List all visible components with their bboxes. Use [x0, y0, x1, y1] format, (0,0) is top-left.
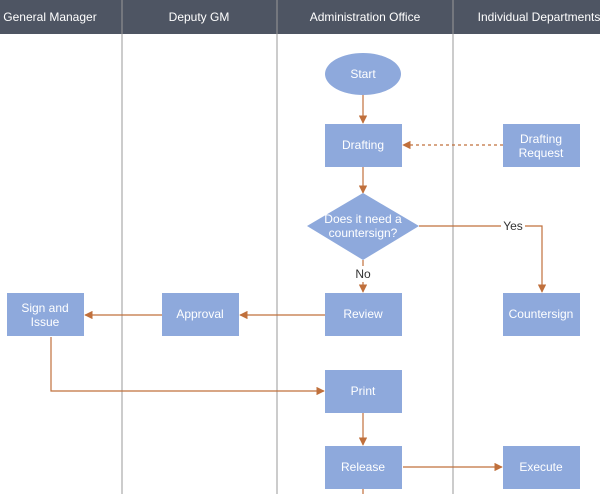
node-countersign-label: Countersign [509, 307, 574, 321]
node-decision-label-line2: countersign? [329, 226, 398, 240]
lane-header-individual-departments: Individual Departments [478, 10, 600, 24]
node-review-label: Review [343, 307, 383, 321]
edge-label-no: No [355, 267, 371, 281]
lane-header-bar [0, 0, 600, 34]
node-drafting[interactable]: Drafting [325, 124, 402, 167]
node-review[interactable]: Review [325, 293, 402, 336]
node-countersign[interactable]: Countersign [503, 293, 580, 336]
node-start[interactable]: Start [325, 53, 401, 95]
lane-header-deputy-gm: Deputy GM [169, 10, 230, 24]
node-drafting-label: Drafting [342, 138, 384, 152]
node-execute[interactable]: Execute [503, 446, 580, 489]
node-release-label: Release [341, 460, 385, 474]
lane-header-general-manager: General Manager [3, 10, 96, 24]
node-print-label: Print [351, 384, 376, 398]
lane-header-administration-office: Administration Office [310, 10, 421, 24]
node-execute-label: Execute [519, 460, 563, 474]
edge-label-bg [501, 218, 525, 234]
node-decision[interactable]: Does it need a countersign? [307, 193, 419, 260]
node-drafting-request-label-line1: Drafting [520, 132, 562, 146]
node-sign-issue-label-line2: Issue [31, 315, 60, 329]
node-drafting-request-label-line2: Request [519, 146, 564, 160]
node-sign-and-issue[interactable]: Sign and Issue [7, 293, 84, 336]
edge-sign-issue-print [50, 337, 325, 396]
node-start-label: Start [350, 67, 376, 81]
edge-label-bg [352, 266, 374, 282]
node-drafting-request[interactable]: Drafting Request [503, 124, 580, 167]
edge-label-yes: Yes [503, 219, 523, 233]
node-decision-label-line1: Does it need a [324, 212, 402, 226]
node-print[interactable]: Print [325, 370, 402, 413]
node-approval[interactable]: Approval [162, 293, 239, 336]
node-approval-label: Approval [176, 307, 223, 321]
node-sign-issue-label-line1: Sign and [21, 301, 68, 315]
node-release[interactable]: Release [325, 446, 402, 489]
edge-decision-countersign [419, 225, 547, 293]
